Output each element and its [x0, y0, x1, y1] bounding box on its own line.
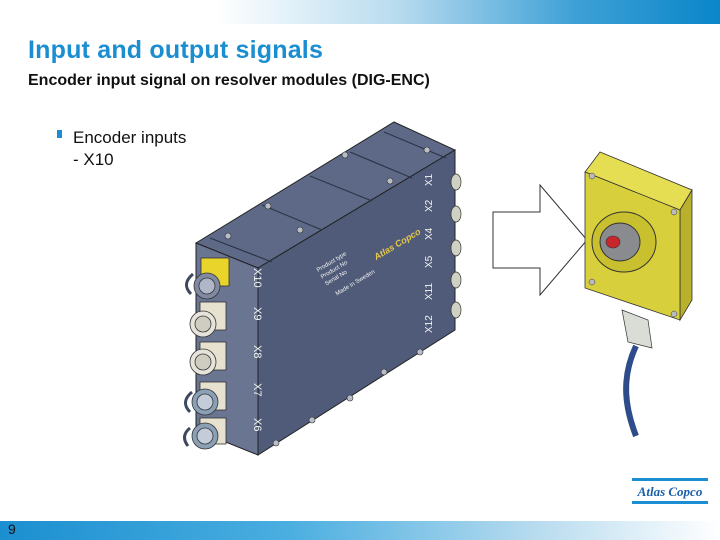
- pointer-arrow: [492, 183, 588, 297]
- logo-text: Atlas Copco: [637, 484, 703, 499]
- label-x10: X10: [251, 268, 263, 288]
- edge-screws: [272, 348, 424, 447]
- label-x7: X7: [251, 383, 263, 396]
- right-connectors: [450, 173, 462, 319]
- right-labels: X1 X2 X4 X5 X11 X12: [424, 173, 435, 333]
- slide-title: Input and output signals: [28, 36, 324, 64]
- label-x11: X11: [424, 283, 435, 300]
- slide-subtitle: Encoder input signal on resolver modules…: [28, 72, 430, 89]
- atlas-copco-logo: Atlas Copco: [632, 474, 708, 508]
- label-x4: X4: [424, 227, 435, 240]
- page-number: 9: [8, 521, 16, 537]
- label-x9: X9: [251, 307, 263, 320]
- label-x6: X6: [251, 418, 263, 431]
- front-connectors: [183, 257, 230, 450]
- label-x12: X12: [424, 315, 435, 333]
- bullet-item: Encoder inputs: [73, 128, 187, 147]
- top-screws: [224, 146, 431, 240]
- bullet-marker: [57, 130, 62, 138]
- front-labels: X10 X9 X8 X7 X6: [251, 268, 263, 431]
- encoder-box: [584, 151, 693, 438]
- label-x8: X8: [251, 345, 263, 358]
- footer-gradient-bar: [0, 521, 720, 540]
- header-gradient-bar: [0, 0, 720, 24]
- module-ridges: [209, 131, 447, 263]
- label-x5: X5: [424, 255, 435, 268]
- bullet-subitem: - X10: [73, 150, 114, 169]
- label-x2: X2: [424, 199, 435, 212]
- label-x1: X1: [424, 173, 435, 186]
